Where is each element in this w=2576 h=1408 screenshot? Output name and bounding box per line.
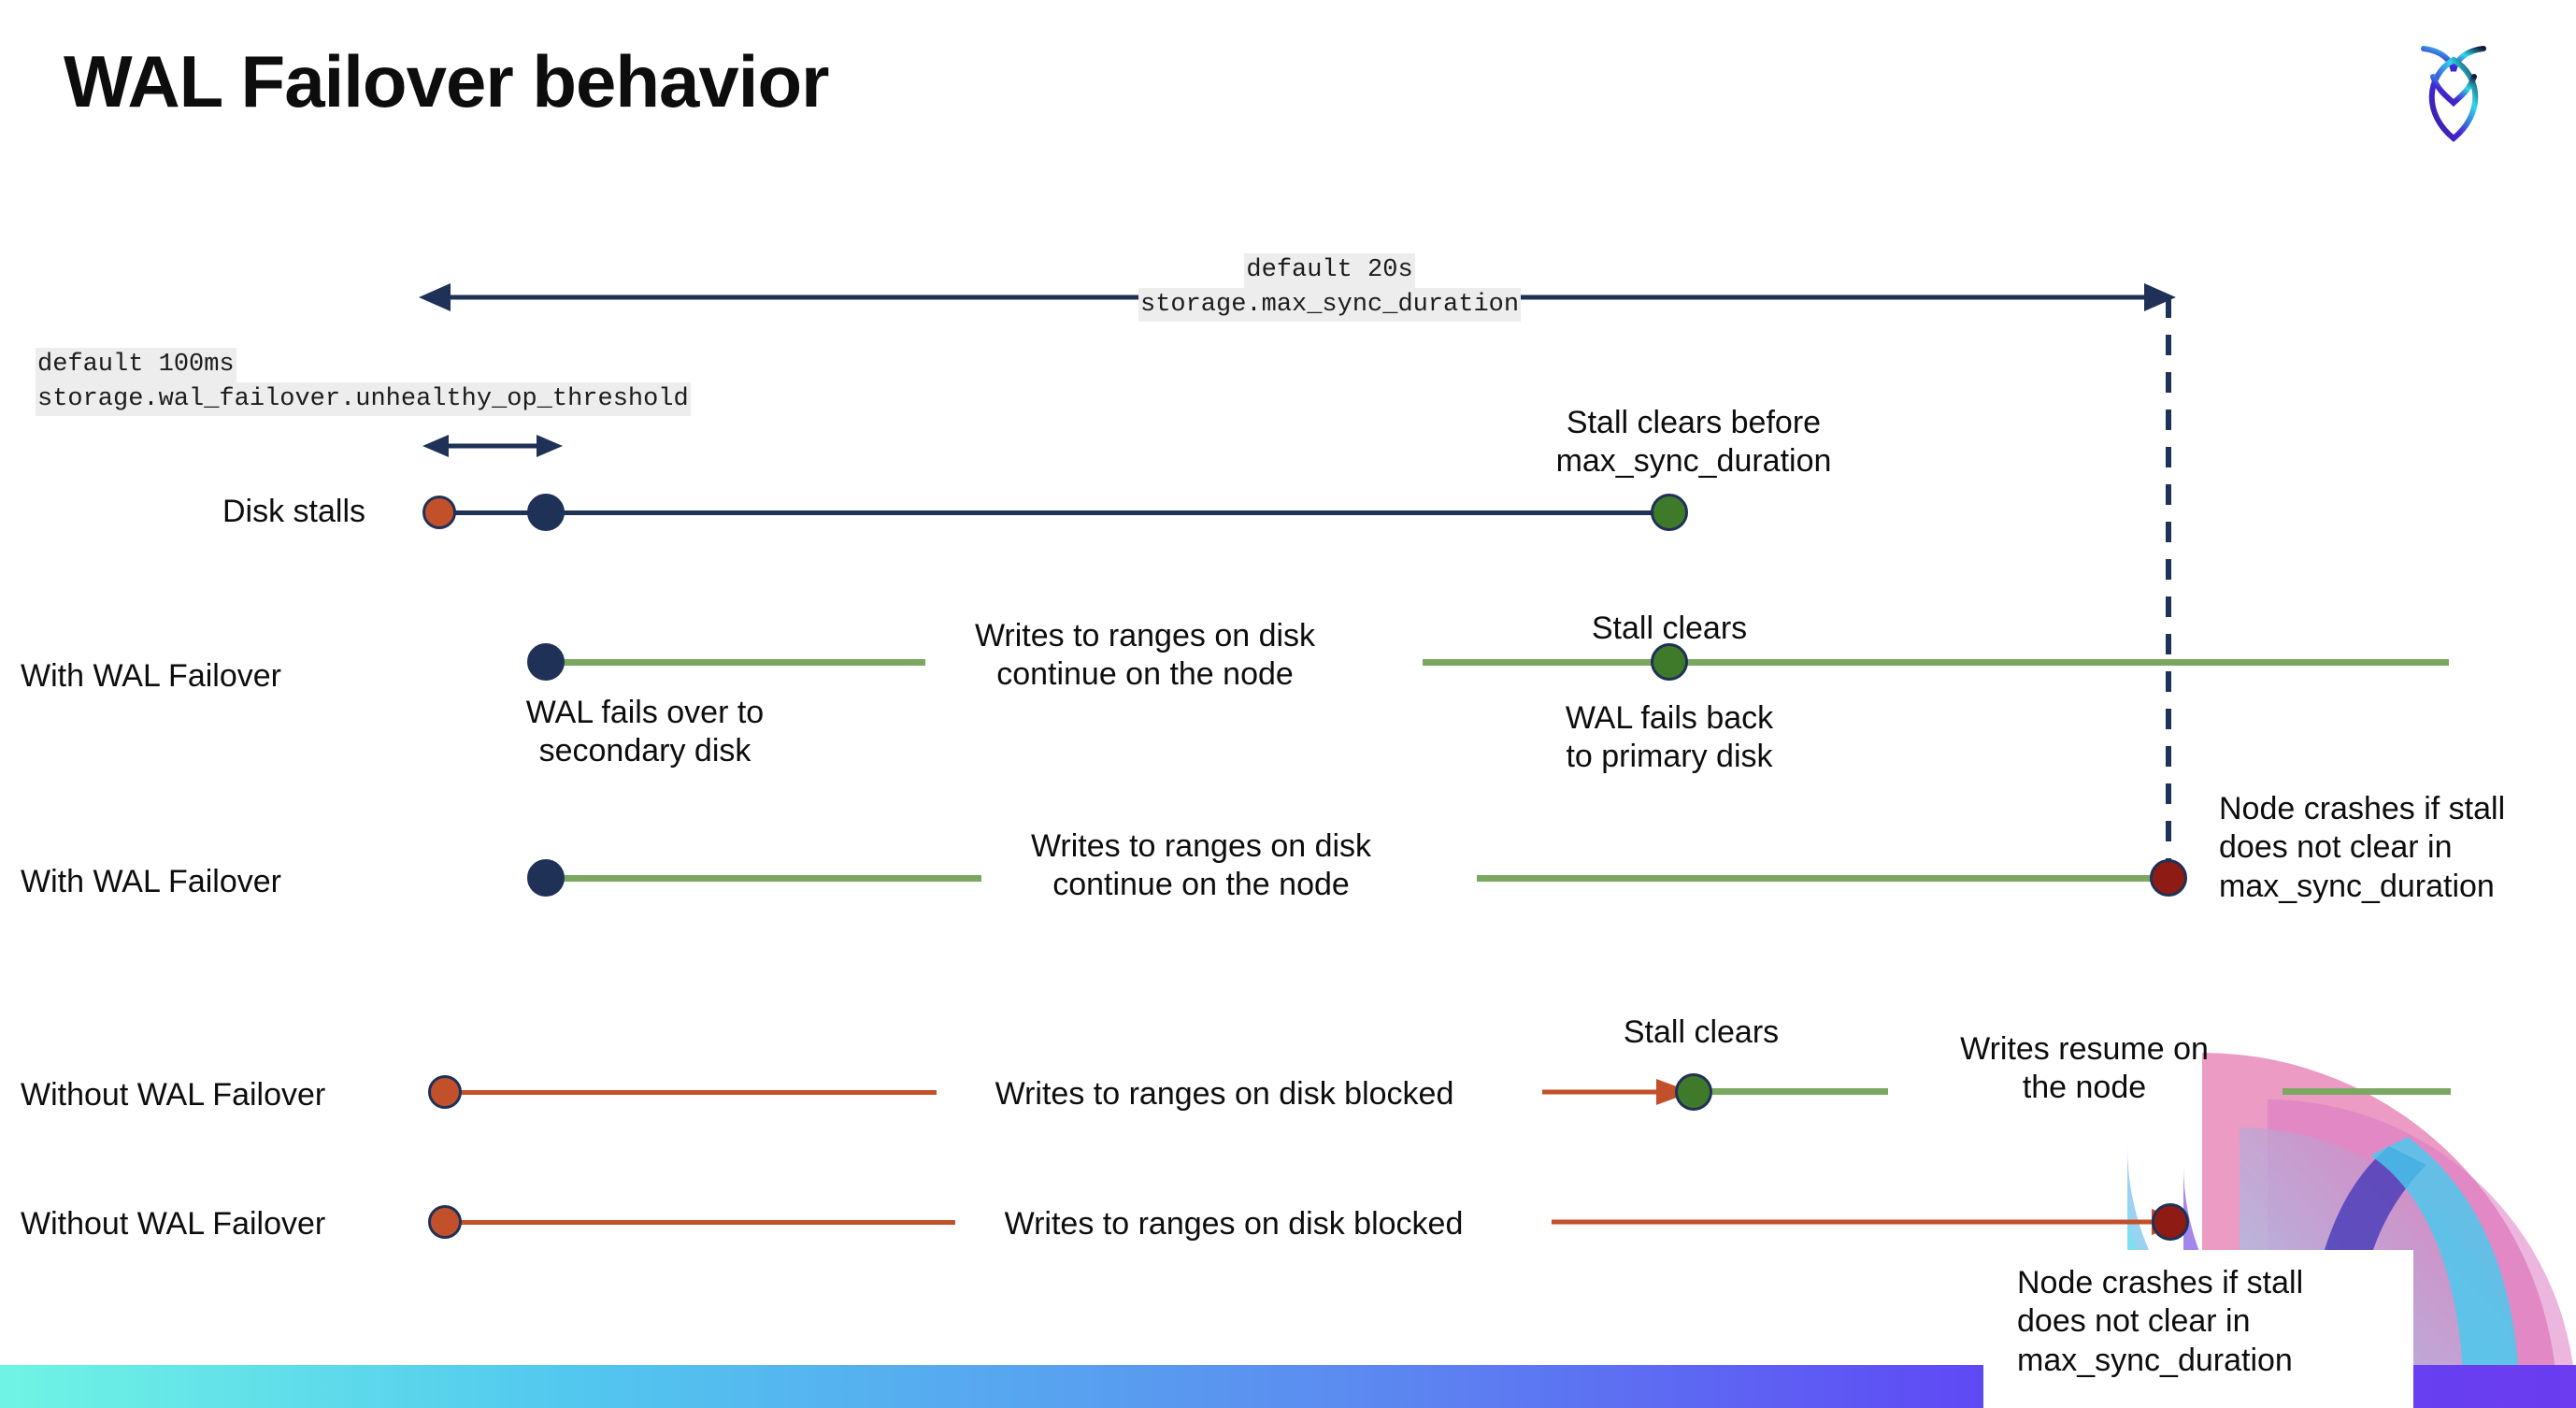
row-label-with-wal-failover-1: With WAL Failover [21, 658, 281, 694]
unhealthy-op-setting-label: storage.wal_failover.unhealthy_op_thresh… [36, 381, 691, 417]
note-writes-continue-2: Writes to ranges on disk continue on the… [1030, 828, 1372, 903]
page-title: WAL Failover behavior [64, 40, 829, 122]
node-crash-dot-1 [2150, 859, 2187, 897]
max-sync-default-label: default 20s [1244, 253, 1415, 288]
note-node-crashes-2: Node crashes if stall does not clear in … [2017, 1265, 2304, 1378]
without-wal-start-dot-1 [428, 1075, 462, 1109]
without-wal-blocked-arrow-2 [1552, 1205, 2187, 1239]
cockroach-labs-logo-icon [2397, 28, 2510, 159]
without-wal-start-dot-2 [428, 1205, 462, 1239]
without-wal-blocked-arrow-1 [1542, 1075, 1692, 1109]
wal-failover-crash-segment-a [542, 875, 981, 882]
disk-stall-start-dot [422, 496, 456, 529]
wal-failover-start-dot-1 [527, 643, 565, 681]
note-node-crashes-1: Node crashes if stall does not clear in … [2219, 791, 2506, 904]
wal-failover-segment-a [542, 659, 925, 666]
max-sync-dashed-guide [2166, 297, 2171, 879]
note-wal-fails-back: WAL fails back to primary disk [1565, 700, 1774, 775]
note-writes-resume: Writes resume on the node [1960, 1031, 2209, 1106]
disk-stall-timeline [437, 510, 1671, 515]
note-writes-blocked-1: Writes to ranges on disk blocked [995, 1076, 1454, 1112]
note-writes-continue-1: Writes to ranges on disk continue on the… [974, 618, 1316, 693]
note-stall-clears-before: Stall clears before max_sync_duration [1555, 405, 1832, 480]
row-label-disk-stalls: Disk stalls [222, 494, 366, 529]
node-crash-dot-2 [2152, 1203, 2189, 1241]
disk-stall-failover-dot [527, 494, 565, 531]
unhealthy-op-threshold-arrow [422, 432, 563, 460]
without-wal-blocked-segment-1a [460, 1090, 937, 1095]
note-writes-blocked-2: Writes to ranges on disk blocked [1004, 1206, 1464, 1242]
unhealthy-op-threshold-annotation: default 100ms storage.wal_failover.unhea… [36, 348, 691, 417]
without-wal-clear-dot [1675, 1073, 1712, 1111]
wal-failover-start-dot-2 [527, 859, 565, 897]
max-sync-duration-annotation: default 20s storage.max_sync_duration [1138, 253, 1522, 323]
max-sync-setting-label: storage.max_sync_duration [1138, 287, 1522, 323]
note-wal-fails-over: WAL fails over to secondary disk [525, 695, 765, 769]
without-wal-resume-segment-1 [1710, 1088, 1888, 1095]
disk-stall-clear-dot [1651, 494, 1688, 531]
row-label-without-wal-failover-1: Without WAL Failover [21, 1077, 326, 1113]
row-label-with-wal-failover-2: With WAL Failover [21, 864, 281, 899]
wal-failover-segment-b [1423, 659, 2449, 666]
note-stall-clears-1: Stall clears [1591, 611, 1748, 646]
row-label-without-wal-failover-2: Without WAL Failover [21, 1206, 326, 1242]
node-crash-callout-box [1983, 1250, 2413, 1408]
unhealthy-op-default-label: default 100ms [36, 348, 236, 382]
wal-failback-clear-dot [1651, 643, 1688, 681]
note-stall-clears-2: Stall clears [1623, 1014, 1780, 1050]
wal-failover-crash-segment-b [1477, 875, 2176, 882]
without-wal-blocked-segment-2a [460, 1220, 955, 1225]
without-wal-resume-segment-2 [2283, 1088, 2451, 1095]
